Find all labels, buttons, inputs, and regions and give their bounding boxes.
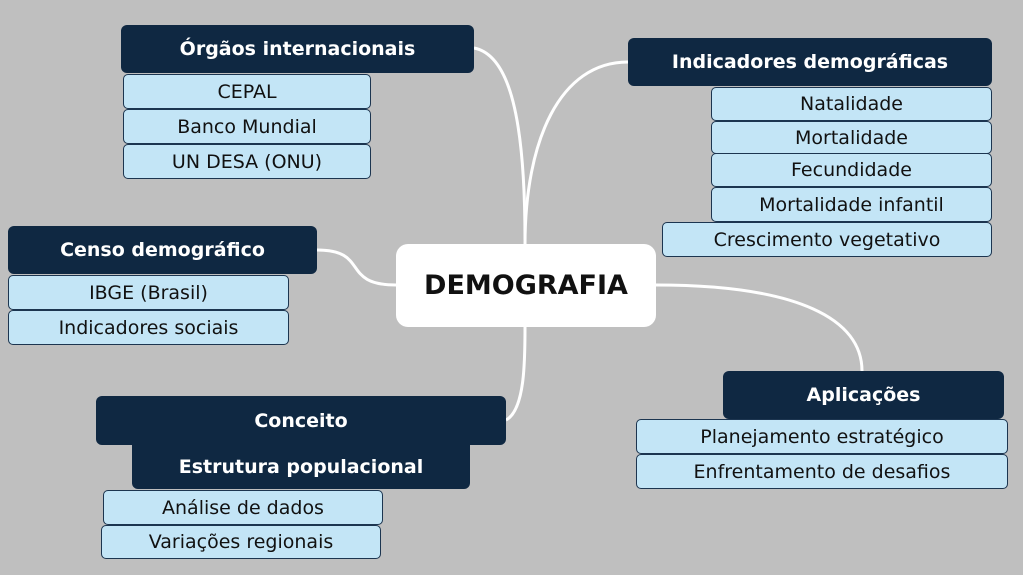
list-item[interactable]: Indicadores sociais bbox=[8, 310, 289, 345]
list-item[interactable]: Variações regionais bbox=[101, 525, 381, 559]
list-item[interactable]: Enfrentamento de desafios bbox=[636, 454, 1008, 489]
connector-indicadores bbox=[523, 60, 629, 246]
conceito-subtitle[interactable]: Estrutura populacional bbox=[132, 444, 470, 489]
conceito-title[interactable]: Conceito bbox=[96, 396, 506, 445]
list-item[interactable]: Mortalidade infantil bbox=[711, 187, 992, 222]
list-item[interactable]: Mortalidade bbox=[711, 121, 992, 154]
list-item[interactable]: CEPAL bbox=[123, 74, 371, 109]
list-item[interactable]: Natalidade bbox=[711, 87, 992, 121]
list-item[interactable]: Análise de dados bbox=[103, 490, 383, 525]
list-item[interactable]: UN DESA (ONU) bbox=[123, 144, 371, 179]
aplicacoes-title[interactable]: Aplicações bbox=[723, 371, 1004, 419]
list-item[interactable]: Crescimento vegetativo bbox=[662, 222, 992, 257]
connector-censo bbox=[316, 248, 397, 287]
indicadores-title[interactable]: Indicadores demográficas bbox=[628, 38, 992, 86]
list-item[interactable]: Planejamento estratégico bbox=[636, 419, 1008, 454]
censo-title[interactable]: Censo demográfico bbox=[8, 226, 317, 274]
connector-conceito bbox=[505, 326, 527, 422]
connector-orgaos bbox=[473, 46, 527, 241]
list-item[interactable]: Fecundidade bbox=[711, 153, 992, 187]
list-item[interactable]: Banco Mundial bbox=[123, 109, 371, 144]
list-item[interactable]: IBGE (Brasil) bbox=[8, 275, 289, 310]
central-node[interactable]: DEMOGRAFIA bbox=[396, 244, 656, 327]
orgaos-title[interactable]: Órgãos internacionais bbox=[121, 25, 474, 73]
connector-aplicacoes bbox=[655, 283, 864, 372]
